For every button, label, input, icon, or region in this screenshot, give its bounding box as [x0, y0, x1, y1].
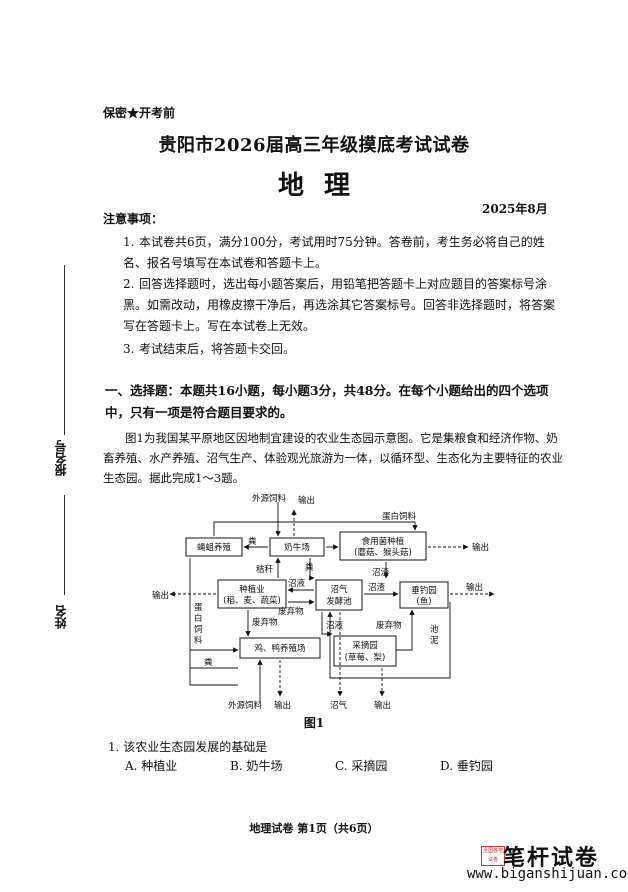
biogas-residue-label-1: 沼渣: [368, 582, 386, 593]
watermark-name: 笔杆试卷: [503, 846, 600, 871]
name-line: [64, 495, 65, 595]
biogas-residue-label-2: 沼渣: [372, 567, 390, 578]
option-a: A. 种植业: [125, 759, 178, 773]
eco-park-diagram: 蝇蛆养殖 奶牛场 食用菌种植 (蘑菇、猴头菇) 种植业 (稻、麦、蔬菜) 沼气 …: [152, 493, 495, 711]
fly-label: 蝇蛆养殖: [197, 542, 232, 553]
subject-title: 地理: [277, 171, 370, 201]
exam-number-line: [64, 265, 65, 435]
manure-bottom-label: 粪: [204, 657, 213, 668]
mushroom-output-label: 输出: [472, 542, 489, 553]
fishing-output-label: 输出: [466, 582, 483, 593]
note-text: 考试结束后，将答题卡交回。: [139, 342, 296, 356]
biogas-label: 沼气: [330, 584, 348, 595]
picking-waste-arrow: [396, 609, 415, 651]
biogas-liquid-label-1: 沼液: [288, 578, 306, 589]
dairy-label: 奶牛场: [284, 542, 310, 553]
biogas-gas-label: 沼气: [330, 700, 348, 711]
biogas-liquid-label-2: 沼液: [326, 620, 344, 631]
exam-number-label: 报名号: [54, 440, 68, 476]
candidate-info-margin: 报名号 姓名: [48, 255, 78, 655]
protein-feed-top-label: 蛋白饲料: [382, 511, 417, 522]
dairy-box: [269, 537, 325, 557]
option-b: B. 奶牛场: [230, 759, 283, 773]
note-item-2: 2.回答选择题时，选出每小题答案后，用铅笔把答题卡上对应题目的答案标号涂黑。如需…: [123, 274, 563, 337]
picking-label: 采摘园: [352, 640, 378, 651]
planting-output-label: 输出: [152, 590, 169, 601]
fly-box: [185, 537, 243, 557]
waste-label-2: 废弃物: [252, 617, 278, 628]
fishing-sub-label: (鱼): [416, 596, 431, 607]
page-footer: 地理试卷 第1页（共6页）: [249, 822, 379, 835]
note-item-3: 3. 考试结束后，将答题卡交回。: [123, 339, 563, 360]
manure-mid-label: 粪: [305, 562, 314, 573]
ext-feed-top-label: 外源饲料: [252, 493, 287, 504]
note-text: 本试卷共6页，满分100分，考试用时75分钟。答卷前，考生务必将自己的姓名、报名…: [123, 235, 545, 270]
protein-char-3: 饲: [194, 624, 203, 635]
watermark-stamp: 全国各地试卷: [481, 846, 505, 866]
planting-sub-label: (稻、麦、蔬菜): [223, 595, 281, 606]
protein-char-4: 料: [194, 635, 203, 646]
pond-char-2: 泥: [430, 636, 439, 646]
option-d: D. 垂钓园: [440, 759, 493, 773]
figure-caption: 图1: [303, 716, 325, 730]
confidential-mark: 保密★开考前: [103, 106, 176, 120]
answer-options: A. 种植业 B. 奶牛场 C. 采摘园 D. 垂钓园: [125, 757, 565, 774]
protein-char-1: 蛋: [194, 603, 203, 613]
waste-label-1: 废弃物: [278, 606, 304, 617]
straw-label: 秸秆: [256, 564, 274, 575]
note-text: 回答选择题时，选出每小题答案后，用铅笔把答题卡上对应题目的答案标号涂黑。如需改动…: [123, 277, 556, 333]
planting-box: [217, 579, 287, 609]
pond-sludge-arrow: [327, 602, 451, 679]
protein-feed-arrow: [213, 521, 418, 536]
waste-label-3: 废弃物: [376, 620, 402, 631]
note-number: 3.: [123, 342, 135, 356]
note-item-1: 1.本试卷共6页，满分100分，考试用时75分钟。答卷前，考生务必将自己的姓名、…: [123, 232, 563, 274]
section-heading: 一、选择题：本题共16小题，每小题3分，共48分。在每个小题给出的四个选项中，只…: [105, 383, 549, 420]
watermark-url: www.biganshijuan.com: [467, 866, 628, 882]
output-top-label: 输出: [298, 495, 315, 506]
biogas-box: [315, 579, 363, 611]
exam-title: 贵阳市2026届高三年级摸底考试试卷: [158, 135, 470, 156]
note-number: 1.: [123, 235, 135, 249]
manure-top-label: 粪: [248, 536, 257, 547]
name-label: 姓名: [54, 605, 68, 629]
poultry-output-label: 输出: [274, 700, 291, 711]
mushroom-box: [339, 531, 427, 561]
mushroom-label: 食用菌种植: [362, 536, 405, 547]
poultry-box: [239, 637, 321, 659]
fishing-box: [399, 581, 449, 609]
option-c: C. 采摘园: [335, 759, 388, 773]
notes-heading: 注意事项：: [103, 212, 164, 226]
poultry-label: 鸡、鸭养殖场: [254, 643, 305, 654]
picking-sub-label: (草莓、梨): [345, 652, 386, 663]
protein-char-2: 白: [194, 613, 203, 624]
fishing-label: 垂钓园: [411, 585, 437, 596]
note-number: 2.: [123, 277, 135, 291]
pond-char-1: 池: [430, 624, 439, 635]
question-intro: 图1为我国某平原地区因地制宜建设的农业生态园示意图。它是集粮食和经济作物、奶畜养…: [103, 431, 563, 485]
fly-protein-line: [189, 558, 238, 686]
picking-box: [333, 635, 397, 667]
picking-output-label: 输出: [374, 700, 391, 711]
dairy-biogas-arrow: [309, 558, 315, 581]
ext-feed-bottom-label: 外源饲料: [228, 700, 263, 711]
exam-date: 2025年8月: [482, 202, 548, 216]
biogas-sub-label: 发酵池: [326, 596, 352, 607]
question-stem: 1. 该农业生态园发展的基础是: [108, 740, 268, 754]
mushroom-sub-label: (蘑菇、猴头菇): [354, 547, 412, 558]
biogas-picking-liquid-arrow: [321, 612, 333, 637]
planting-label: 种植业: [239, 584, 265, 595]
